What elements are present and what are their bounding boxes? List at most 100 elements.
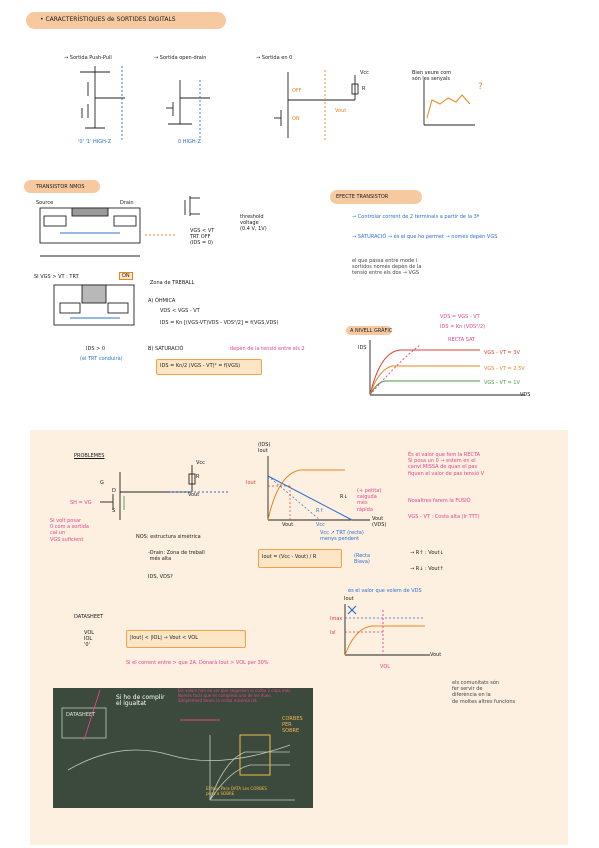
- drain-note: -Drain: Zona de treball més alta: [148, 550, 205, 563]
- g2-imax: Imax: [330, 616, 343, 622]
- board-text1: Si ho de complir el igualtat: [116, 694, 165, 708]
- g-ids-label: (IDS) Iout: [258, 442, 271, 455]
- ohmica-eq1: VDS < VGS - VT: [160, 308, 200, 314]
- p-r: R: [196, 474, 200, 480]
- graph-title: A NIVELL GRÀFIC: [350, 328, 393, 334]
- recta-blava: (Recta Blava): [354, 553, 371, 566]
- od-state-labels: 0 HIGH-Z: [178, 139, 201, 145]
- on-badge: ON: [119, 272, 133, 281]
- p-s: S: [112, 508, 116, 514]
- output-open-drain-label: → Sortida open-drain: [154, 55, 207, 61]
- g2-vol: VOL: [380, 664, 391, 670]
- datasheet-eq-box: [126, 630, 246, 648]
- p-d: D: [112, 488, 116, 494]
- ohmica-eq2: IDS = Kn [(VGS-VT)VDS - VDS²/2] = f(VGS,…: [160, 320, 279, 326]
- iout-eq: Iout = (Vcc - Vout) / R: [262, 554, 317, 560]
- saturacio-eq-box: [156, 359, 262, 375]
- g-note2: Vcc ↗ TRT (recta) menys pendent: [320, 530, 364, 543]
- graph-ids: IDS: [358, 345, 367, 351]
- p-vout: Vout: [188, 492, 200, 498]
- g-note1: (+ petita) caiguda més ràpida: [357, 488, 382, 513]
- section2-title: TRANSISTOR NMOS: [36, 184, 85, 190]
- ids-vds-question: IDS, VDS?: [148, 574, 173, 580]
- g-iout-label: Iout: [246, 480, 256, 486]
- zero-vout-label: Vout: [335, 108, 347, 114]
- g-vcc-label: Vcc: [316, 522, 325, 528]
- nmos-source-label: Source: [36, 200, 54, 206]
- curve-label-3: VGS - VT = 1V: [484, 380, 520, 386]
- zero-on-label: ON: [292, 116, 300, 122]
- nmos-drain-label: Drain: [120, 200, 134, 206]
- p-vcc: Vcc: [196, 460, 205, 466]
- graph-question: ?: [478, 82, 483, 92]
- board-right-label: CORBES PER SOBRE: [282, 716, 303, 735]
- datasheet-eq: |Iout| < |IOL| → Vout < VOL: [130, 635, 198, 641]
- trt-conductor: (el TRT conduirà): [80, 356, 123, 362]
- curve-label-2: VGS - VT = 2.5V: [484, 366, 525, 372]
- graph-recta-sat: RECTA SAT: [448, 337, 476, 343]
- problemes-title: PROBLEMES: [74, 453, 105, 459]
- p-g: G: [100, 480, 104, 486]
- datasheet-note: Si el corrent entre > que 2A. Donarà Iou…: [126, 660, 269, 666]
- output-push-pull-label: → Sortida Push-Pull: [64, 55, 112, 61]
- ohmica-label: A) ÒHMICA: [148, 298, 176, 304]
- ddr-note: és el valor que volem de VDS: [348, 588, 422, 594]
- graph-note: Bien veure com són les senyals: [412, 70, 452, 83]
- g-vout-label: Vout: [282, 522, 294, 528]
- zero-r-label: R: [362, 86, 366, 92]
- board-note: Els valors han de ser que segueixin la c…: [178, 688, 292, 703]
- saturacio-note: depèn de la tensió entre els 2: [230, 346, 305, 352]
- right-note2: Nosaltres farem la FUSIÓ: [408, 498, 471, 504]
- saturacio-label: B) SATURACIÓ: [148, 346, 184, 352]
- threshold-label: threshold voltage (0.4 V, 1V): [240, 214, 267, 233]
- saturacio-eq: IDS = Kn/2 (VGS - VT)² = f(VGS): [160, 363, 241, 369]
- si-condition: SI VGS > VT : TRT: [34, 274, 79, 280]
- effect-note: el que passa entre mode i sortidos només…: [352, 258, 422, 277]
- section1-title: • CARACTERÍSTIQUES de SORTIDES DIGITALS: [40, 16, 176, 23]
- ids-positive: IDS > 0: [86, 346, 106, 352]
- curve-label-1: VGS - VT = 3V: [484, 350, 520, 356]
- iout-eq-box: [258, 549, 342, 568]
- vgs-condition: VGS < VT TRT OFF (IDS = 0): [190, 228, 215, 247]
- g-r-label: R↓: [340, 494, 348, 500]
- output-zero-label: → Sortida en 0: [256, 55, 293, 61]
- section1-title-highlight: [26, 12, 226, 29]
- g-axis-label: Vout (VDS): [372, 516, 387, 529]
- g2-isi: Isl: [330, 630, 336, 636]
- datasheet-vars: VOL IOL '0': [84, 630, 95, 649]
- section3-title-highlight: [330, 190, 422, 204]
- g2-iout: Iout: [344, 596, 354, 602]
- g-r2-label: R↑: [316, 508, 324, 514]
- pp-state-labels: '0' '1' HIGH-Z: [78, 139, 112, 145]
- right-note1: És el valor que fem la RECTA Si posa un …: [408, 452, 485, 477]
- effect-line1: → Controlar corrent de 2 terminals a par…: [352, 214, 480, 220]
- graph-vds: VDS: [520, 392, 531, 398]
- graph-title-highlight: [346, 326, 392, 335]
- zero-vcc-label: Vcc: [360, 70, 369, 76]
- p-sh: SH = VG: [70, 500, 92, 506]
- board-datasheet: DATASHEET: [66, 712, 96, 718]
- zona-treball: Zona de TREBALL: [150, 280, 195, 286]
- datasheet-title: DATASHEET: [74, 614, 104, 620]
- effect-line2: → SATURACIÓ → és el que ho permet → nomé…: [352, 234, 498, 240]
- graph-eq-b: IDS = Kn (VDS²/2): [440, 324, 486, 330]
- section3-title: EFECTE TRANSISTOR: [336, 194, 389, 200]
- right-note3: VGS - VT : Costa alta (lr TTT): [408, 514, 480, 520]
- right-bottom-note: els comunitats són fer servir de diferèn…: [452, 680, 516, 705]
- p-left-note: Si volt posar 0 com a sortida cal un VGS…: [50, 518, 89, 543]
- r-down-note: → R↓ : Vout↑: [410, 566, 444, 572]
- board-bottom-label: El Nois Para DATA Les CORBES poso a SOBR…: [206, 786, 267, 796]
- section2-title-highlight: [24, 180, 100, 193]
- graph-eq-a: VDS = VGS - VT: [440, 314, 480, 320]
- g2-vout: Vout: [430, 652, 442, 658]
- r-up-note: → R↑ : Vout↓: [410, 550, 444, 556]
- zero-off-label: OFF: [292, 88, 302, 94]
- estructura-note: NOS: estructura simètrica: [136, 534, 201, 540]
